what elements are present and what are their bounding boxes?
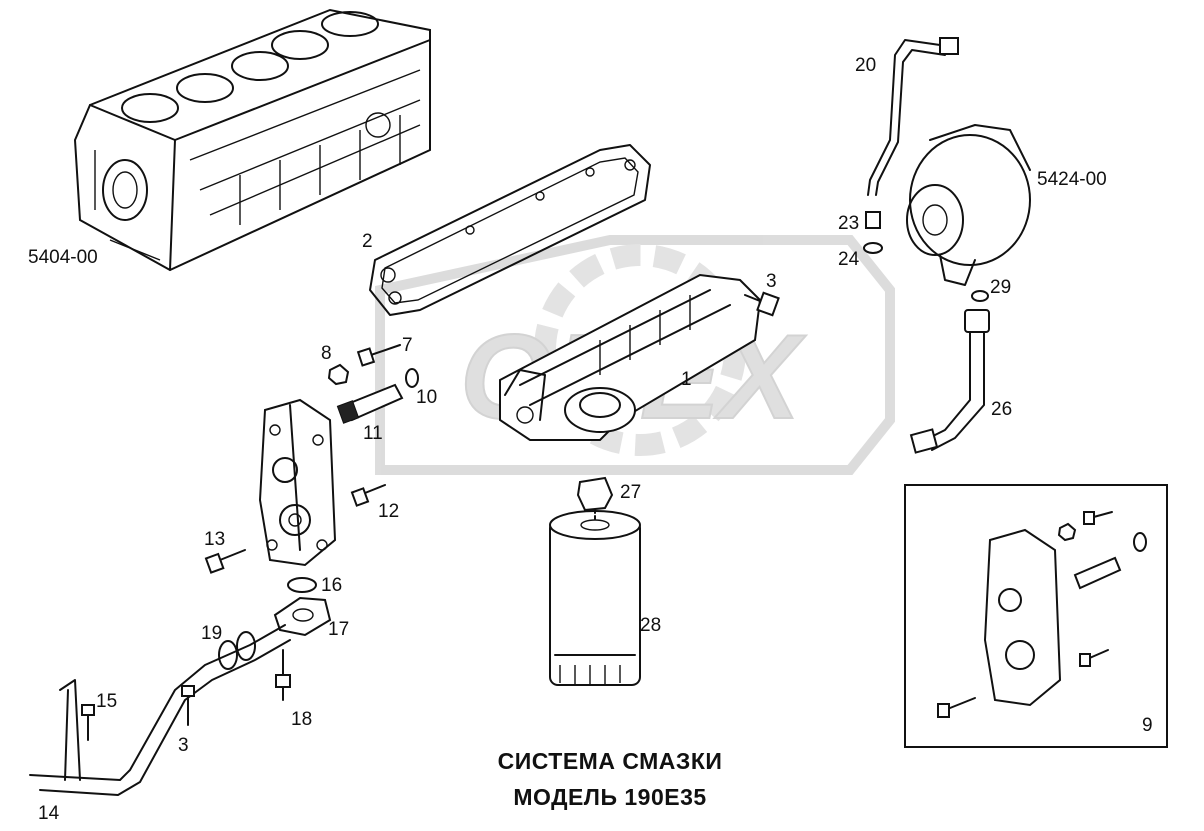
label-27: 27 [620, 482, 642, 503]
label-24: 24 [838, 249, 860, 270]
label-5404-00: 5404-00 [28, 247, 98, 268]
label-3-top: 3 [766, 271, 777, 292]
label-5424-00: 5424-00 [1037, 169, 1107, 190]
label-28: 28 [640, 615, 662, 636]
label-15: 15 [96, 691, 118, 712]
label-9: 9 [1142, 715, 1153, 736]
bolt-13 [204, 549, 246, 574]
label-3-bottom: 3 [178, 735, 189, 756]
turbo-oil-return-pipe-26 [909, 309, 990, 454]
caption-model: МОДЕЛЬ 190E35 [513, 784, 707, 810]
o-ring-10 [405, 368, 419, 388]
bolt-18 [275, 649, 291, 701]
label-29: 29 [990, 277, 1012, 298]
engine-block [73, 8, 431, 272]
bolt-3-bottom [181, 685, 195, 726]
washer-24 [863, 242, 883, 254]
label-8: 8 [321, 343, 332, 364]
label-18: 18 [291, 709, 313, 730]
label-26: 26 [991, 399, 1013, 420]
turbocharger [906, 124, 1031, 286]
suction-flange-17 [273, 596, 332, 637]
label-1: 1 [681, 369, 692, 390]
label-11: 11 [363, 423, 383, 444]
oil-pump-kit-inset [904, 484, 1168, 748]
oil-pump [258, 398, 337, 567]
washer-29 [971, 290, 989, 302]
label-19: 19 [201, 623, 223, 644]
nipple-27 [576, 476, 614, 521]
seal-19 [218, 631, 256, 670]
oil-pressure-fitting-11 [336, 383, 404, 424]
bolt-12 [350, 484, 386, 507]
oil-filter-housing [499, 273, 762, 441]
bolt-15 [81, 704, 95, 741]
label-16: 16 [321, 575, 343, 596]
oil-cooler-gasket [369, 144, 651, 316]
label-7: 7 [402, 335, 413, 356]
banjo-23 [865, 211, 881, 229]
label-20: 20 [855, 55, 877, 76]
label-12: 12 [378, 501, 400, 522]
label-14: 14 [38, 803, 60, 824]
label-23: 23 [838, 213, 860, 234]
suction-pipe-14 [29, 624, 291, 796]
label-13: 13 [204, 529, 226, 550]
nut-8 [327, 363, 350, 386]
label-2: 2 [362, 231, 373, 252]
bolt-3-top [744, 291, 780, 317]
label-10: 10 [416, 387, 438, 408]
gasket-16 [287, 577, 317, 593]
caption-title: СИСТЕМА СМАЗКИ [497, 748, 723, 774]
label-17: 17 [328, 619, 350, 640]
turbo-oil-feed-pipe-20 [867, 37, 959, 196]
oil-filter-28 [549, 510, 641, 686]
bolt-7 [356, 344, 401, 367]
